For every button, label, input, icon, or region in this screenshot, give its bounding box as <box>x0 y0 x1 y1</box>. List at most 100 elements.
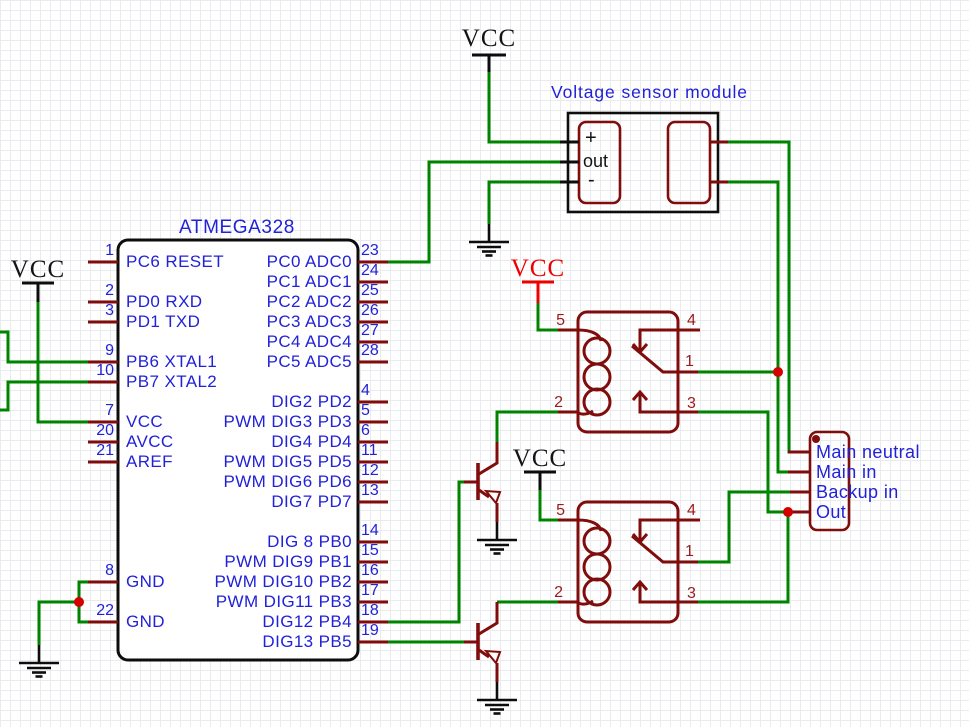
relay2-pin-number: 1 <box>685 543 694 560</box>
pin-label: PC3 ADC3 <box>266 312 352 331</box>
transistor1[interactable] <box>462 440 502 524</box>
pin-number: 27 <box>361 322 379 339</box>
junction-dot <box>773 367 783 377</box>
pin-label: PC4 ADC4 <box>266 332 352 351</box>
pin-number: 1 <box>105 242 114 259</box>
voltage-sensor-body[interactable] <box>560 111 728 214</box>
relay1-pin-number: 2 <box>554 394 563 411</box>
ground-symbol-q2[interactable] <box>475 680 519 715</box>
pin-label: DIG13 PB5 <box>262 632 352 651</box>
sensor-out-label: out <box>583 151 609 171</box>
pin-label: PWM DIG10 PB2 <box>214 572 352 591</box>
pin-label: PB7 XTAL2 <box>126 372 218 391</box>
pin-label: PWM DIG9 PB1 <box>224 552 352 571</box>
pin-number: 2 <box>105 282 114 299</box>
pin-number: 12 <box>361 462 379 479</box>
pin-label: PWM DIG6 PD6 <box>223 472 352 491</box>
output-connector-body[interactable] <box>788 430 851 532</box>
pin-number: 21 <box>96 442 114 459</box>
pin-label: DIG7 PD7 <box>271 492 352 511</box>
pin-number: 23 <box>361 242 379 259</box>
relay1-pin-number: 3 <box>687 395 696 412</box>
pin-number: 3 <box>105 302 114 319</box>
pin-number: 10 <box>96 362 114 379</box>
atmega328-body[interactable] <box>88 238 388 662</box>
vcc-net-label[interactable]: VCC <box>461 25 517 52</box>
vcc-net-label[interactable]: VCC <box>512 445 568 472</box>
junction-dot <box>74 597 84 607</box>
pin-label: AVCC <box>126 432 174 451</box>
relay1-pin-number: 1 <box>685 353 694 370</box>
pin-label: DIG2 PD2 <box>271 392 352 411</box>
junction-dot <box>783 507 793 517</box>
wire-net[interactable] <box>0 72 791 645</box>
pin-label: PWM DIG11 PB3 <box>215 592 352 611</box>
relay1-body[interactable] <box>556 310 702 434</box>
pin-number: 14 <box>361 522 379 539</box>
pin-label: DIG 8 PB0 <box>267 532 352 551</box>
relay1-pin-number: 5 <box>556 312 565 329</box>
pin-label: GND <box>126 572 165 591</box>
pin-number: 6 <box>361 422 370 439</box>
pin-label: DIG12 PB4 <box>262 612 352 631</box>
pin-number: 5 <box>361 402 370 419</box>
pin-label: PC6 RESET <box>126 252 225 271</box>
pin-number: 26 <box>361 302 379 319</box>
relay2-pin-number: 2 <box>554 584 563 601</box>
pin-number: 13 <box>361 482 379 499</box>
connector-label-main-neutral: Main neutral <box>816 442 920 462</box>
connector-label-out: Out <box>816 502 847 522</box>
vcc-net-label[interactable]: VCC <box>510 255 566 282</box>
connector-label-backup-in: Backup in <box>816 482 899 502</box>
pin-label: PC1 ADC1 <box>266 272 352 291</box>
relay2-pin-number: 3 <box>687 585 696 602</box>
pin-number: 18 <box>361 602 379 619</box>
sensor-minus-label: - <box>588 169 595 191</box>
pin-number: 19 <box>361 622 379 639</box>
sensor-title: Voltage sensor module <box>551 82 748 102</box>
vcc-flag-left[interactable] <box>22 281 54 302</box>
relay2-pin-number: 4 <box>687 502 696 519</box>
pin-number: 15 <box>361 542 379 559</box>
pin-number: 20 <box>96 422 114 439</box>
pin-number: 9 <box>105 342 114 359</box>
pin-label: PWM DIG3 PD3 <box>223 412 352 431</box>
pin-number: 4 <box>361 382 370 399</box>
relay2-pin-number: 5 <box>556 502 565 519</box>
connector-label-main-in: Main in <box>816 462 877 482</box>
pin-label: PD1 TXD <box>126 312 201 331</box>
pin-label: PB6 XTAL1 <box>126 352 218 371</box>
pin-label: PC2 ADC2 <box>266 292 352 311</box>
vcc-flag-relay1[interactable] <box>522 280 554 303</box>
pin-number: 24 <box>361 262 379 279</box>
pin-label: PD0 RXD <box>126 292 203 311</box>
pin-number: 11 <box>361 442 378 459</box>
pin-number: 25 <box>361 282 379 299</box>
relay1-pin-number: 4 <box>687 312 696 329</box>
pin-number: 8 <box>105 562 114 579</box>
pin-number: 17 <box>361 582 379 599</box>
vcc-flag-top[interactable] <box>472 53 506 72</box>
chip-title: ATMEGA328 <box>179 217 295 238</box>
pin-number: 16 <box>361 562 379 579</box>
pin-number: 22 <box>96 602 114 619</box>
pin-label: PWM DIG5 PD5 <box>223 452 352 471</box>
connector-pin1-mark <box>812 435 820 443</box>
pin-label: GND <box>126 612 165 631</box>
pin-label: VCC <box>126 412 164 431</box>
transistor2[interactable] <box>462 600 502 684</box>
pin-label: PC5 ADC5 <box>266 352 352 371</box>
relay2-body[interactable] <box>556 500 702 624</box>
pin-label: AREF <box>126 452 173 471</box>
ground-symbol-left[interactable] <box>17 643 61 678</box>
vcc-flag-mid[interactable] <box>524 470 556 490</box>
ground-symbol-sensor[interactable] <box>467 222 511 257</box>
pin-label: DIG4 PD4 <box>271 432 352 451</box>
pin-number: 7 <box>105 402 114 419</box>
pin-label: PC0 ADC0 <box>266 252 352 271</box>
sensor-plus-label: + <box>585 127 597 149</box>
vcc-net-label[interactable]: VCC <box>10 256 66 283</box>
ground-symbol-q1[interactable] <box>475 520 519 555</box>
